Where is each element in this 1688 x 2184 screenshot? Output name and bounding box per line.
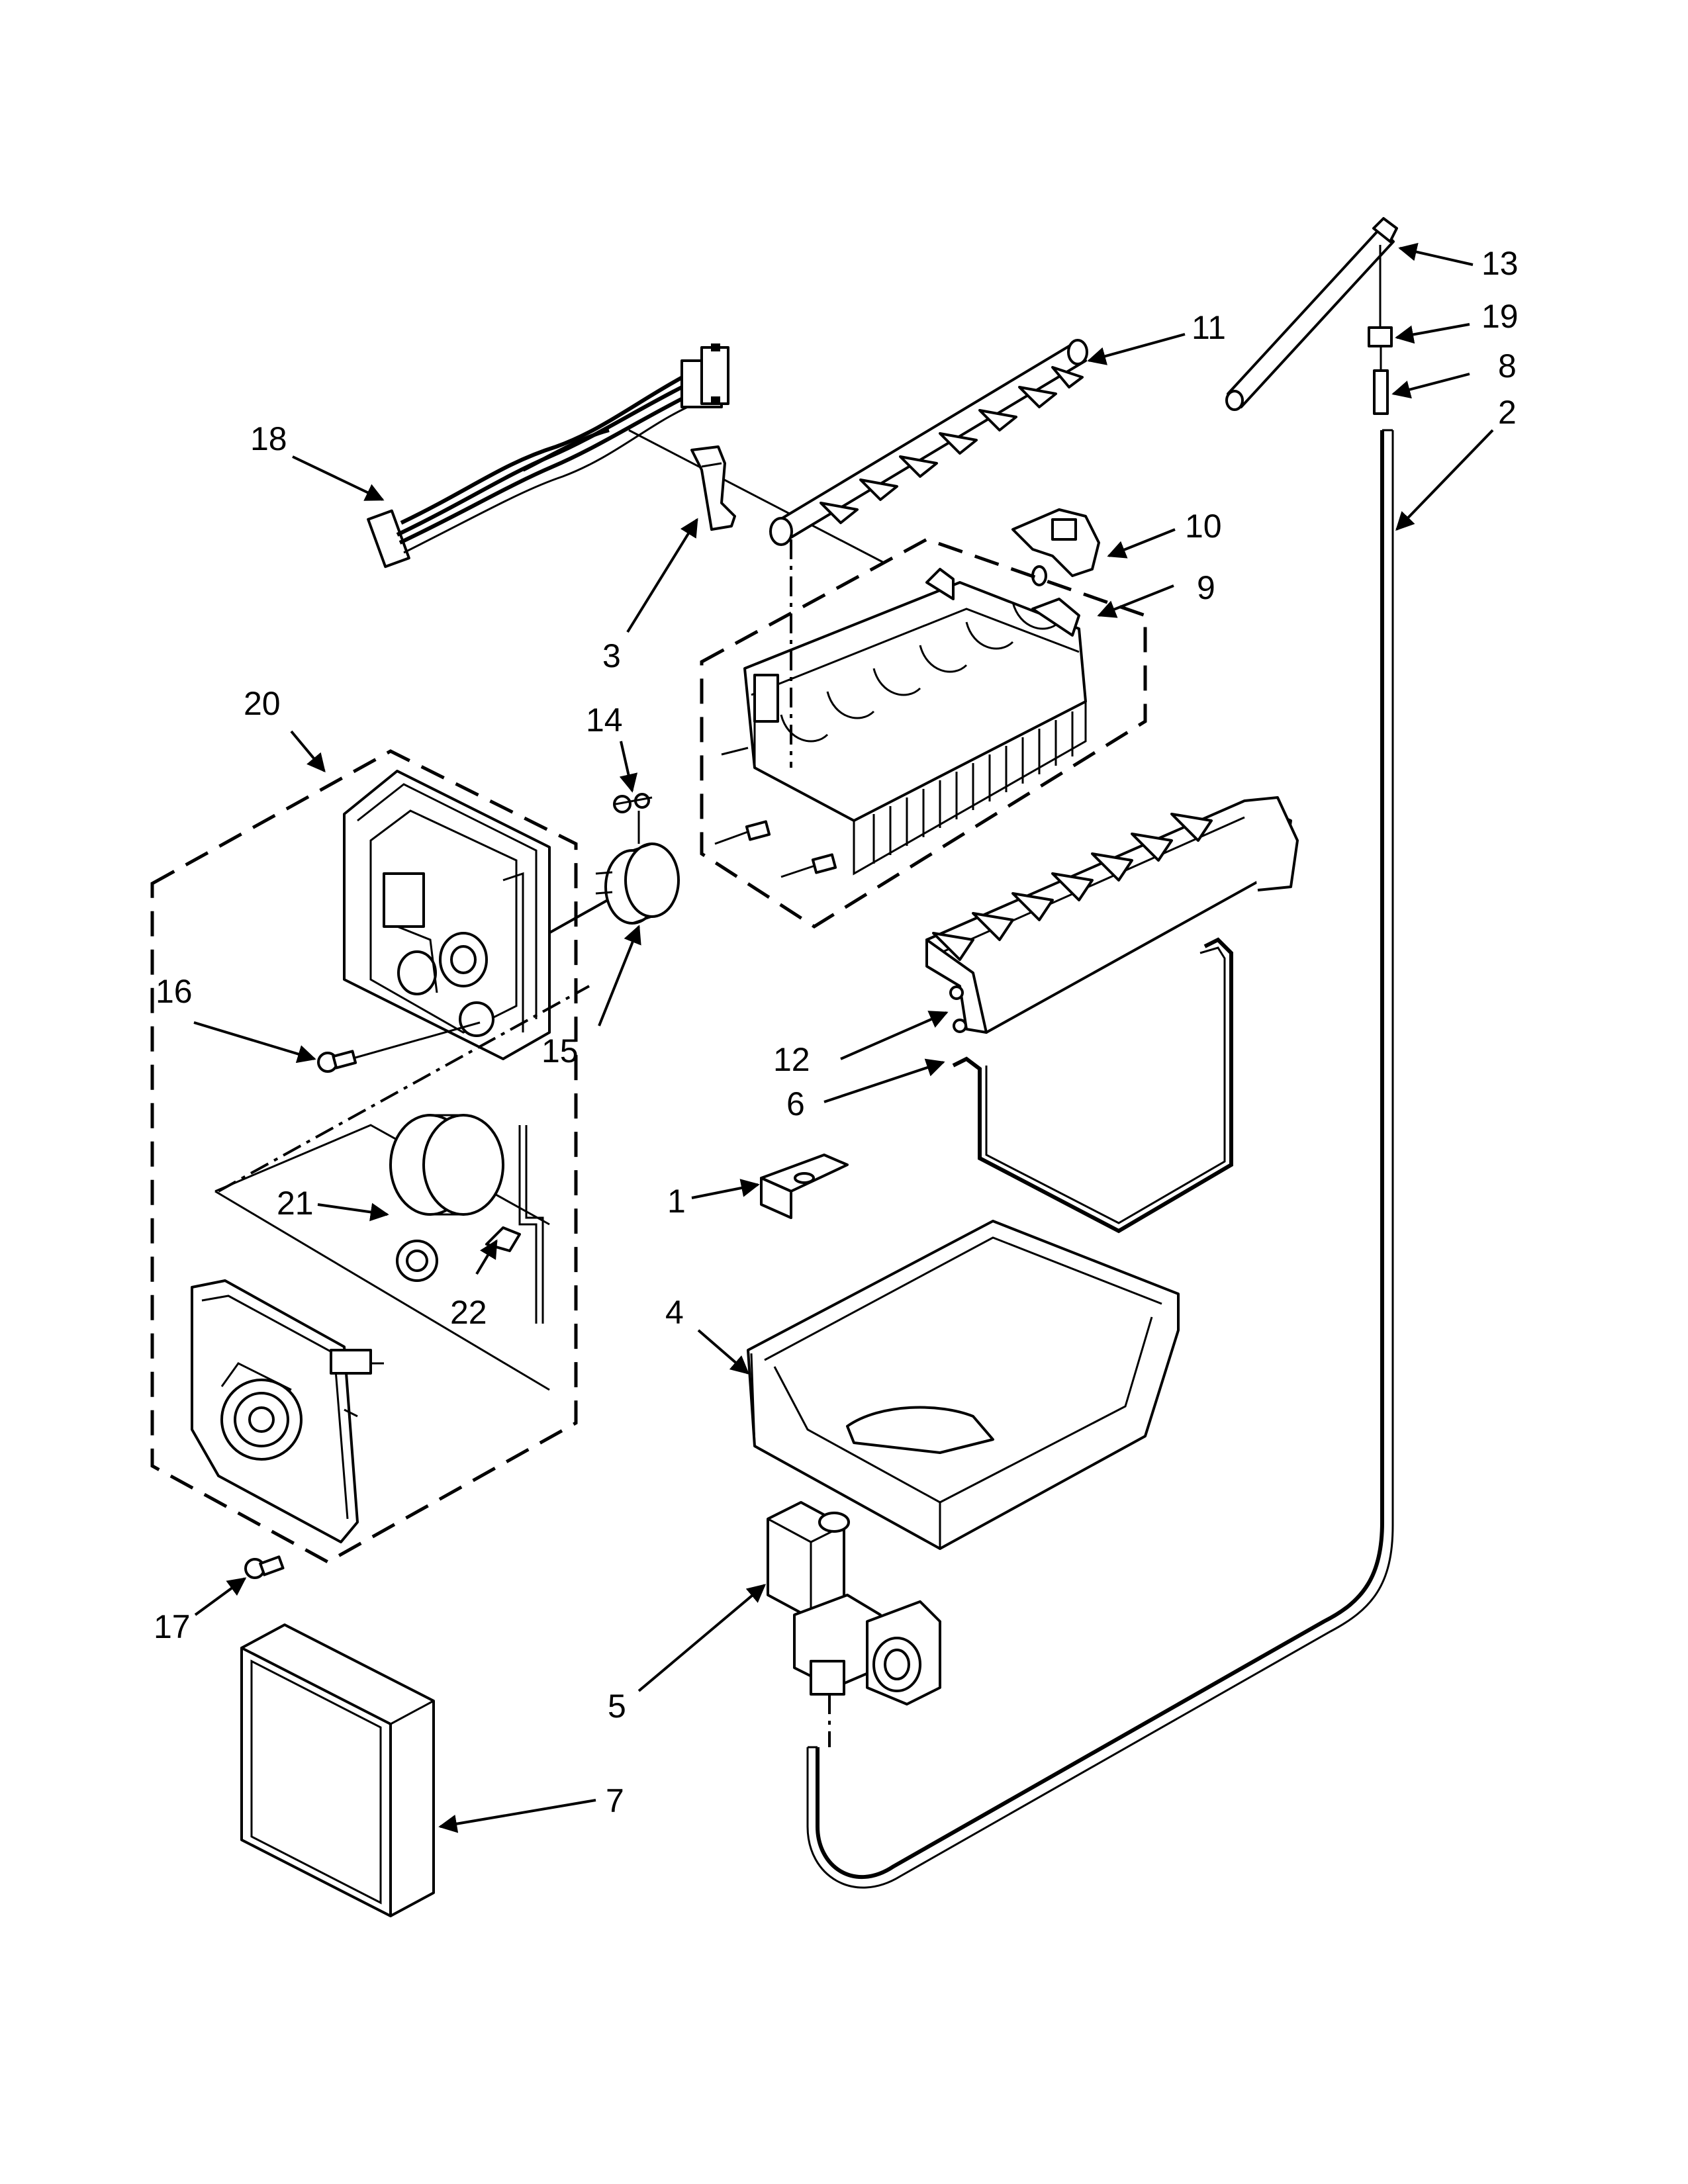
callout-14: 14 (586, 702, 623, 739)
screw-16-part (317, 1050, 357, 1073)
callout-15: 15 (541, 1032, 579, 1069)
callout-16: 16 (156, 973, 193, 1010)
callout-7: 7 (606, 1782, 624, 1819)
fitting-19-part (1368, 245, 1393, 347)
callout-21: 21 (277, 1185, 314, 1222)
cover-panel-part (240, 1623, 435, 1917)
callout-12: 12 (773, 1041, 810, 1078)
stripper-part (925, 796, 1299, 1034)
wire-arm-part (952, 937, 1233, 1234)
ice-mold-part (700, 537, 1147, 929)
callout-19: 19 (1481, 298, 1519, 335)
callout-22: 22 (450, 1294, 487, 1331)
callout-18: 18 (250, 420, 287, 457)
small-clip-part (613, 793, 653, 844)
ejector-part (769, 339, 1088, 546)
callout-17: 17 (154, 1608, 191, 1645)
callout-1: 1 (667, 1183, 686, 1220)
control-housing-assembly (150, 749, 590, 1564)
callout-labels: 1 2 3 4 5 6 7 8 9 10 11 12 13 14 15 16 1… (154, 245, 1519, 1819)
callout-9: 9 (1197, 569, 1215, 606)
clip-part (690, 445, 736, 531)
leader-lines (193, 242, 1494, 1833)
callout-5: 5 (608, 1688, 626, 1725)
water-valve-part (767, 1501, 941, 1747)
callout-20: 20 (244, 685, 281, 722)
callout-3: 3 (602, 637, 621, 674)
water-tube-part (806, 429, 1394, 1889)
callout-13: 13 (1481, 245, 1519, 282)
fitting-8-part (1373, 346, 1389, 415)
callout-8: 8 (1498, 347, 1517, 385)
callout-2: 2 (1498, 394, 1517, 431)
wire-harness-part (367, 343, 884, 569)
callout-11: 11 (1192, 309, 1226, 346)
screw-17-part (244, 1555, 285, 1579)
small-bracket-part (760, 1154, 849, 1219)
motor-part (214, 1114, 550, 1391)
fill-tube-part (1225, 217, 1398, 411)
callout-10: 10 (1185, 508, 1222, 545)
motor-cap-part (542, 842, 680, 938)
ice-bin-part (747, 1220, 1180, 1550)
callout-4: 4 (665, 1294, 684, 1331)
callout-6: 6 (786, 1085, 805, 1122)
housing-base-part (191, 1279, 384, 1543)
